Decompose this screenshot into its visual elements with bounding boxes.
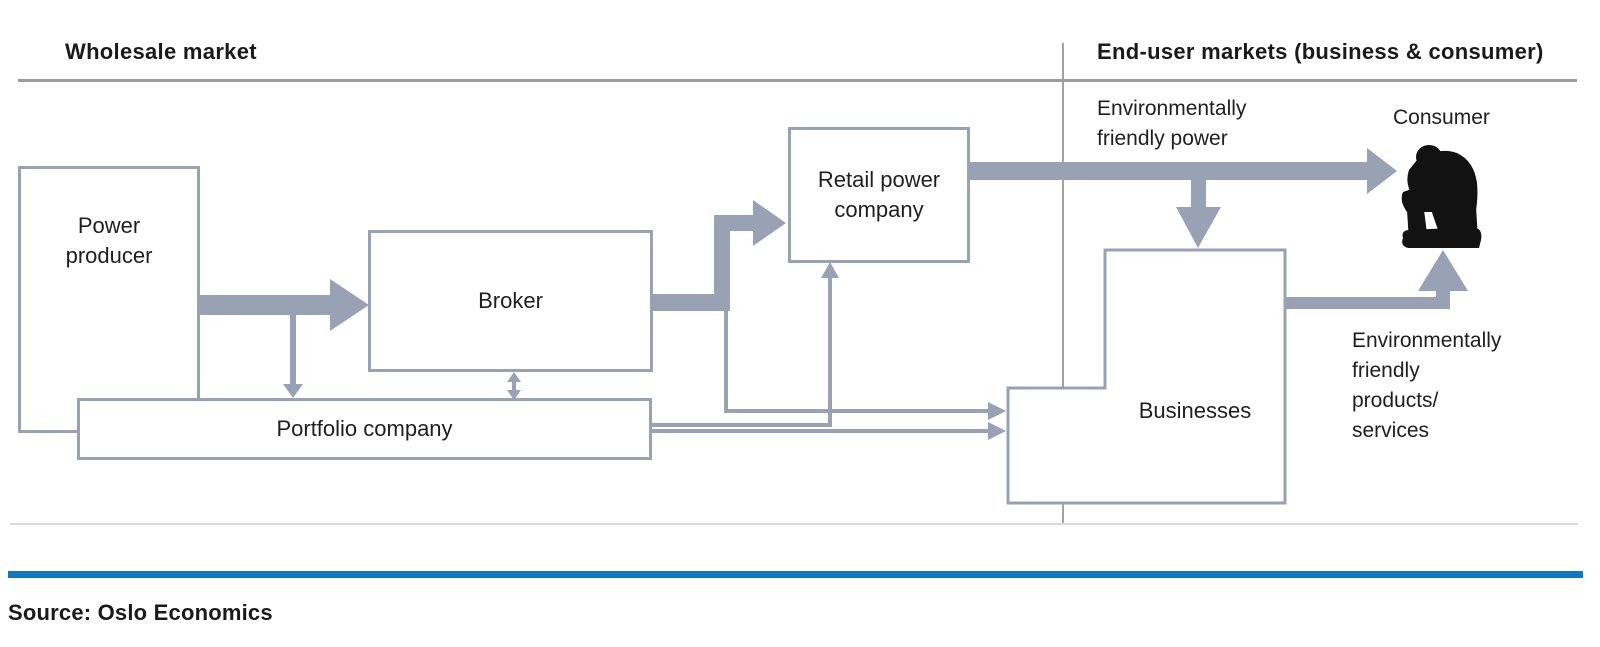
arrow-broker-to-retail [653,200,786,311]
businesses-box [1006,248,1287,505]
end-user-markets-heading: End-user markets (business & consumer) [1097,39,1544,64]
arrow-producer-to-portfolio [283,314,303,398]
arrow-broker-to-businesses [724,311,1006,420]
arrow-power-to-businesses [1176,180,1221,248]
wholesale-market-heading: Wholesale market [65,39,257,64]
section-bottom-rule [10,523,1578,525]
broker-label: Broker [478,288,543,313]
arrow-broker-portfolio-twoway [507,372,521,400]
consumer-label: Consumer [1393,106,1490,129]
power-producer-box: Power producer [18,166,200,433]
portfolio-company-label: Portfolio company [276,416,453,441]
portfolio-company-box: Portfolio company [77,398,652,460]
arrow-retail-to-consumer [970,148,1397,194]
thinker-silhouette [1401,145,1482,248]
env-friendly-products-label: Environmentally friendly products/ servi… [1352,329,1502,442]
arrow-producer-to-broker [200,279,369,331]
retail-power-company-label: Retail power company [817,167,941,222]
header-rule [18,79,1577,82]
power-producer-label: Power producer [65,213,153,268]
arrow-portfolio-to-retail [652,262,839,427]
source-text: Source: Oslo Economics [8,600,273,625]
arrow-businesses-to-consumer [1285,250,1468,309]
retail-power-company-box: Retail power company [788,127,970,263]
accent-blue-rule [8,571,1583,578]
businesses-label: Businesses [1138,398,1252,423]
arrow-portfolio-to-businesses [652,422,1006,440]
env-friendly-power-label: Environmentally friendly power [1097,97,1247,150]
broker-box: Broker [368,230,653,372]
